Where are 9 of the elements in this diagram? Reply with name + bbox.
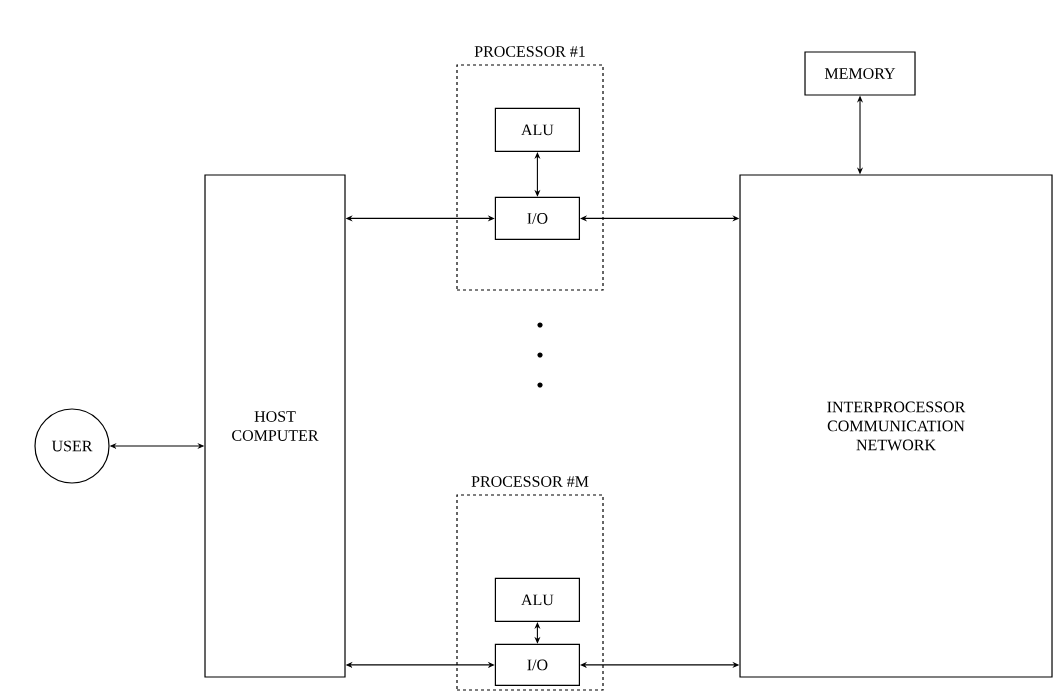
block-box: ALU	[494, 577, 580, 622]
block-box: I/O	[494, 643, 580, 686]
block-box: HOST COMPUTER	[204, 174, 346, 678]
block-box: MEMORY	[804, 51, 916, 96]
block-box: ALU	[494, 107, 580, 152]
node-label: PROCESSOR #M	[471, 476, 589, 487]
block-box: I/O	[494, 196, 580, 240]
block-box: INTERPROCESSOR COMMUNICATION NETWORK	[739, 174, 1053, 678]
node-label: PROCESSOR #1	[474, 46, 585, 57]
